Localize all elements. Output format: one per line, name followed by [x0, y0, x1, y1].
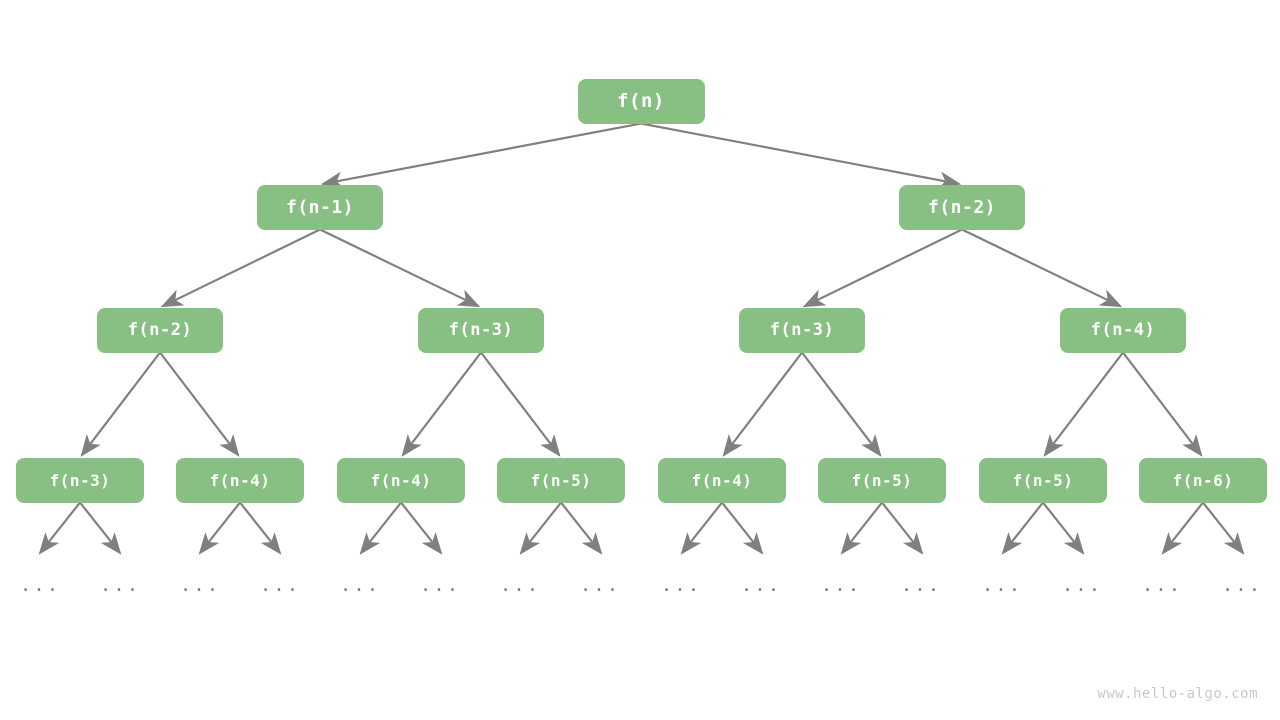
leaf-edge-n14-14 — [1161, 501, 1204, 555]
tree-node-n8[interactable]: f(n-4) — [176, 457, 304, 503]
leaf-ellipsis: ... — [981, 574, 1023, 596]
leaf-ellipsis: ... — [1141, 574, 1183, 596]
tree-edge-n3-to-n7 — [80, 351, 161, 457]
watermark-label: www.hello-algo.com — [1097, 686, 1258, 702]
leaf-ellipsis: ... — [259, 574, 301, 596]
tree-node-n0[interactable]: f(n) — [577, 78, 705, 124]
tree-edge-n5-to-n12 — [801, 351, 882, 457]
leaf-ellipsis: ... — [99, 574, 141, 596]
tree-node-n4[interactable]: f(n-3) — [418, 307, 544, 353]
leaf-ellipsis: ... — [499, 574, 541, 596]
tree-edge-n4-to-n9 — [401, 351, 482, 457]
tree-node-n7[interactable]: f(n-3) — [16, 457, 144, 503]
leaf-ellipsis: ... — [820, 574, 862, 596]
tree-node-n11[interactable]: f(n-4) — [658, 457, 786, 503]
tree-edge-n5-to-n11 — [722, 351, 803, 457]
leaf-edge-n8-2 — [198, 501, 241, 555]
tree-edges — [38, 122, 1245, 555]
tree-edge-n1-to-n3 — [160, 228, 321, 308]
leaf-ellipsis: ... — [579, 574, 621, 596]
tree-node-n10[interactable]: f(n-5) — [497, 457, 625, 503]
tree-edge-n6-to-n13 — [1043, 351, 1124, 457]
leaf-edge-n9-4 — [359, 501, 402, 555]
leaf-edge-n11-9 — [721, 501, 764, 555]
leaf-edge-n10-6 — [519, 501, 562, 555]
leaf-edge-n13-12 — [1001, 501, 1044, 555]
leaf-edge-n12-10 — [840, 501, 883, 555]
leaf-edge-n12-11 — [881, 501, 924, 555]
leaf-edge-n9-5 — [400, 501, 443, 555]
leaf-ellipsis: ... — [740, 574, 782, 596]
leaf-ellipsis: ... — [339, 574, 381, 596]
leaf-edge-n7-1 — [79, 501, 122, 555]
tree-edge-n6-to-n14 — [1122, 351, 1203, 457]
leaf-edge-n11-8 — [680, 501, 723, 555]
leaf-ellipsis: ... — [179, 574, 221, 596]
leaf-edge-n8-3 — [239, 501, 282, 555]
leaf-edge-n10-7 — [560, 501, 603, 555]
leaf-ellipsis: ... — [1061, 574, 1103, 596]
tree-node-n13[interactable]: f(n-5) — [979, 457, 1107, 503]
tree-edge-n0-to-n2 — [640, 122, 962, 189]
tree-edge-n2-to-n6 — [961, 228, 1123, 308]
leaf-ellipsis: ... — [900, 574, 942, 596]
tree-node-n6[interactable]: f(n-4) — [1060, 307, 1186, 353]
leaf-ellipsis: ... — [660, 574, 702, 596]
leaf-edge-n14-15 — [1202, 501, 1245, 555]
leaf-ellipsis: ... — [1221, 574, 1263, 596]
tree-node-n9[interactable]: f(n-4) — [337, 457, 465, 503]
tree-node-n1[interactable]: f(n-1) — [257, 184, 383, 230]
tree-edge-n3-to-n8 — [159, 351, 240, 457]
tree-edge-n4-to-n10 — [480, 351, 561, 457]
tree-node-n12[interactable]: f(n-5) — [818, 457, 946, 503]
tree-node-n3[interactable]: f(n-2) — [97, 307, 223, 353]
tree-edge-n1-to-n4 — [319, 228, 481, 308]
leaf-ellipsis: ... — [419, 574, 461, 596]
tree-node-n14[interactable]: f(n-6) — [1139, 457, 1267, 503]
leaf-edge-n13-13 — [1042, 501, 1085, 555]
tree-edge-n2-to-n5 — [802, 228, 963, 308]
leaf-ellipsis: ... — [19, 574, 61, 596]
tree-edge-n0-to-n1 — [320, 122, 642, 189]
tree-node-n5[interactable]: f(n-3) — [739, 307, 865, 353]
leaf-edge-n7-0 — [38, 501, 81, 555]
tree-node-n2[interactable]: f(n-2) — [899, 184, 1025, 230]
